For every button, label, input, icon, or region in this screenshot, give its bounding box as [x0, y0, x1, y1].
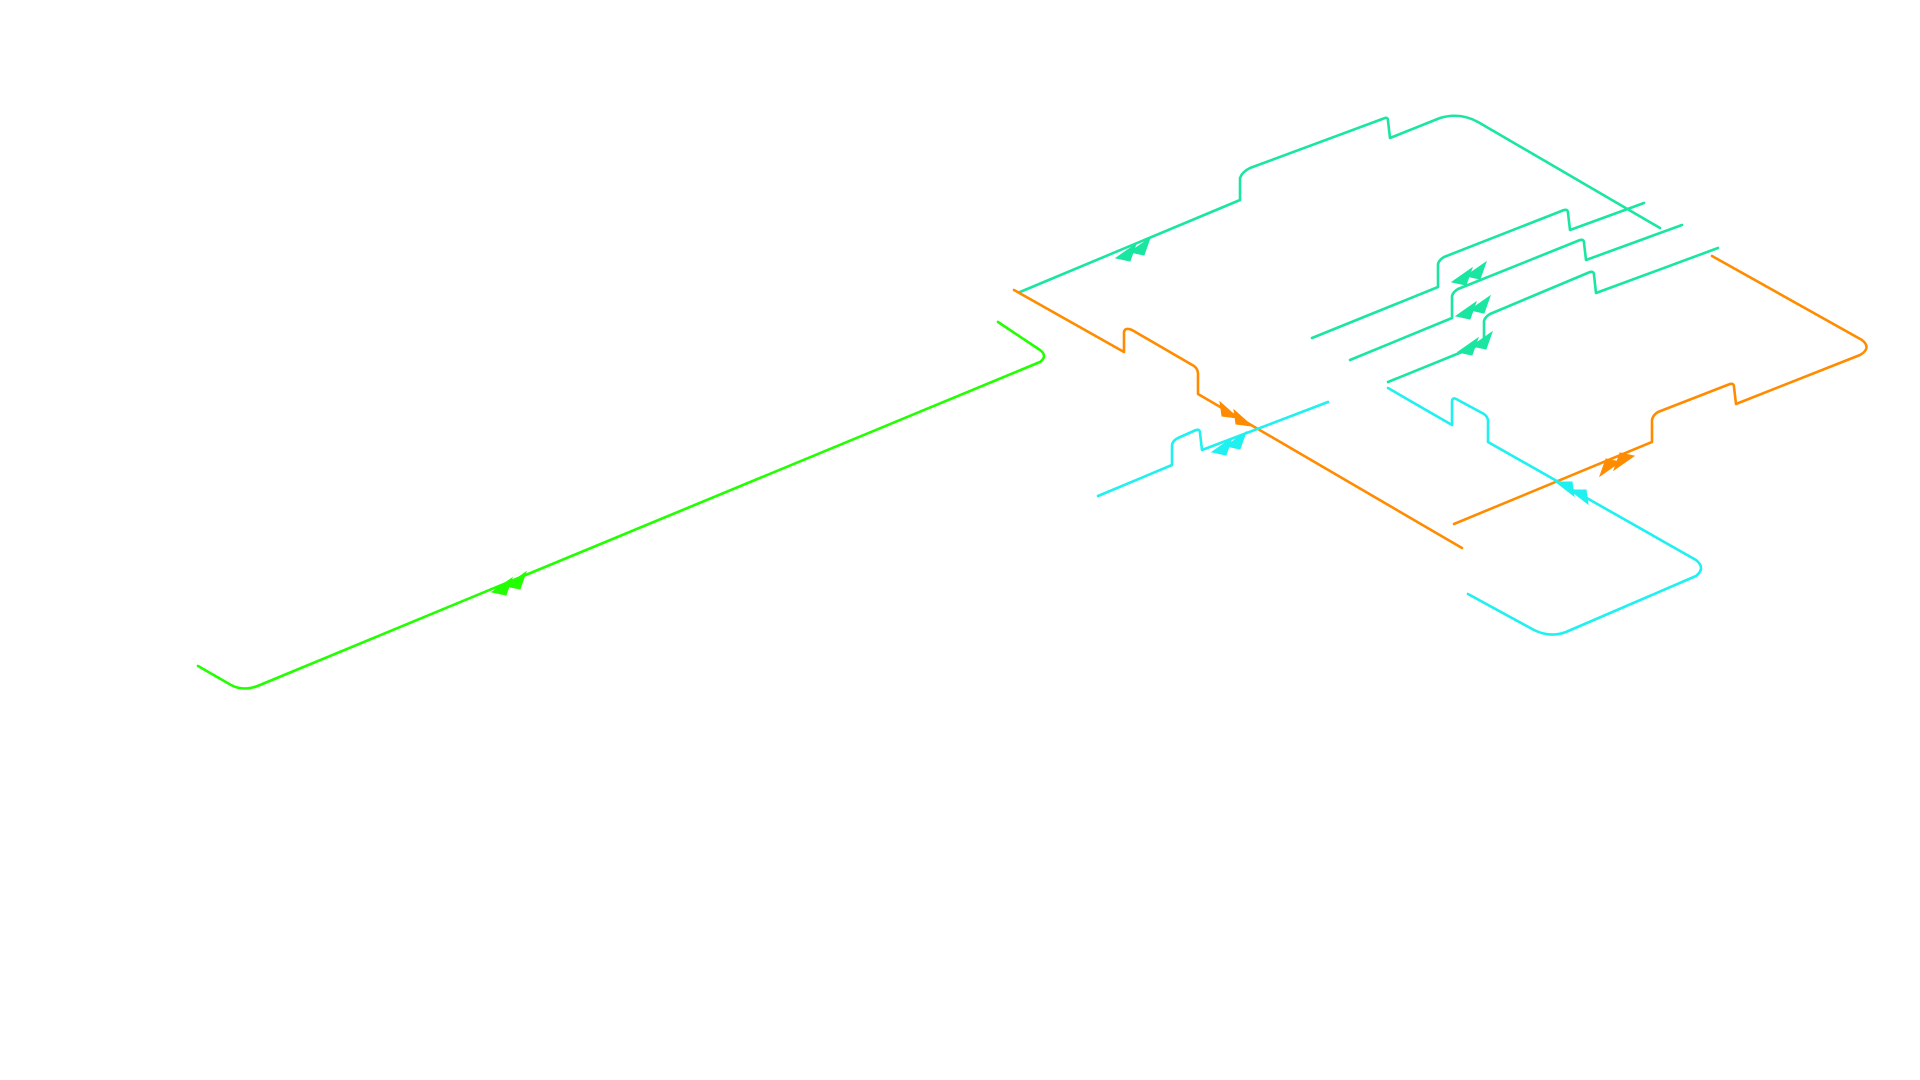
flow-arrow: [1456, 330, 1493, 356]
flow-arrow: [1210, 430, 1247, 456]
teal-branch-1-path[interactable]: [1310, 201, 1646, 340]
cyan-line-2[interactable]: [1386, 386, 1703, 636]
flow-arrow: [490, 570, 527, 596]
cyan-line-1-path[interactable]: [1096, 400, 1330, 498]
teal-main-line-path[interactable]: [1018, 114, 1662, 294]
orange-line-2-path[interactable]: [1452, 254, 1868, 526]
teal-branch-2-path[interactable]: [1348, 223, 1684, 362]
teal-branch-1[interactable]: [1310, 201, 1646, 340]
orange-line-2[interactable]: [1452, 254, 1868, 526]
flow-arrow: [1450, 260, 1487, 286]
flow-arrow: [1454, 294, 1491, 320]
flow-arrow: [1599, 452, 1636, 478]
orange-line-1-path[interactable]: [1012, 288, 1464, 550]
teal-main-line[interactable]: [1018, 114, 1662, 294]
flow-arrow: [1114, 236, 1151, 262]
teal-branch-3[interactable]: [1386, 246, 1720, 384]
teal-branch-2[interactable]: [1348, 223, 1684, 362]
flow-arrow: [1219, 400, 1254, 427]
flow-arrow: [1554, 481, 1589, 506]
green-line[interactable]: [196, 320, 1046, 690]
teal-branch-3-path[interactable]: [1386, 246, 1720, 384]
green-line-path[interactable]: [196, 320, 1046, 690]
cyan-line-1[interactable]: [1096, 400, 1330, 498]
cyan-line-2-path[interactable]: [1386, 386, 1703, 636]
orange-line-1[interactable]: [1012, 288, 1464, 550]
